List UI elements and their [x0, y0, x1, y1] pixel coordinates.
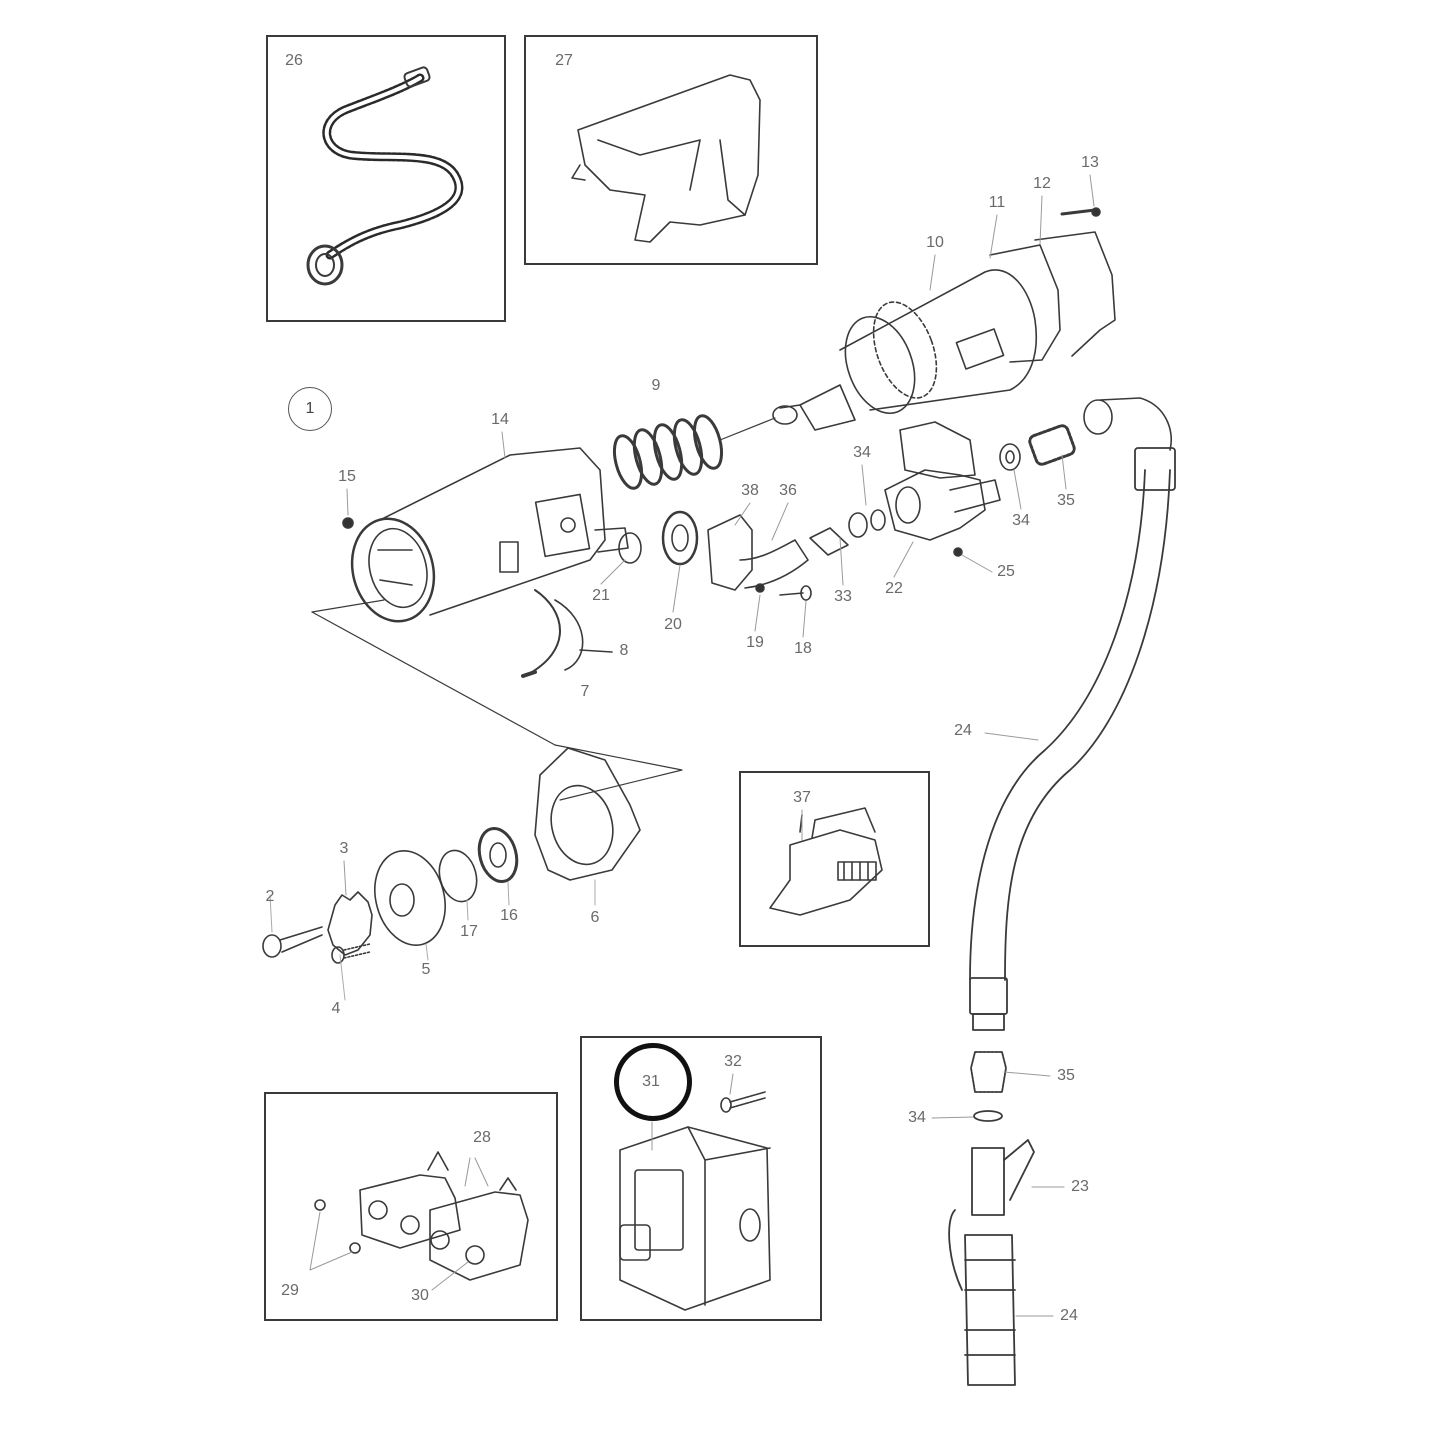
part-callout-15: 15: [338, 468, 356, 485]
assembly-plane-lines: [311, 599, 683, 801]
part-callout-20: 20: [664, 616, 682, 633]
part-callout-19: 19: [746, 634, 764, 651]
part-callout-22: 22: [885, 580, 903, 597]
valve-body-icon: [884, 421, 1001, 557]
washer-fitting-icon: [999, 397, 1172, 471]
part-callout-25: 25: [997, 563, 1015, 580]
inset-frame-27: [524, 35, 818, 265]
assembly-marker-label: 1: [305, 400, 315, 417]
corrugated-cable-icon: [306, 66, 464, 286]
inset-frame-31-32: [580, 1036, 822, 1321]
part-callout-35: 35: [1057, 1067, 1075, 1084]
part-callout-2: 2: [265, 888, 275, 905]
part-callout-26: 26: [285, 52, 303, 69]
solenoid-valve-block-icon: [309, 1151, 529, 1291]
part-callout-30: 30: [411, 1287, 429, 1304]
part-callout-28: 28: [473, 1129, 491, 1146]
part-callout-11: 11: [988, 194, 1006, 211]
part-callout-5: 5: [421, 961, 431, 978]
part-callout-3: 3: [339, 840, 349, 857]
cover-housing-icon: [571, 74, 761, 243]
part-callout-33: 33: [834, 588, 852, 605]
part-callout-14: 14: [491, 411, 509, 428]
part-callout-24: 24: [954, 722, 972, 739]
part-callout-36: 36: [779, 482, 797, 499]
part-callout-35: 35: [1057, 492, 1075, 509]
part-callout-13: 13: [1081, 154, 1099, 171]
connector-icon: [769, 807, 883, 916]
inset-frame-37: [739, 771, 930, 947]
part-callout-18: 18: [794, 640, 812, 657]
part-callout-29: 29: [281, 1282, 299, 1299]
spring-icon: [612, 414, 776, 490]
part-callout-31: 31: [642, 1073, 660, 1090]
part-callout-21: 21: [592, 587, 610, 604]
part-callout-9: 9: [651, 377, 661, 394]
part-callout-34: 34: [853, 444, 871, 461]
inset-frame-28-30: [264, 1092, 558, 1321]
part-callout-12: 12: [1033, 175, 1051, 192]
motor-housing-icon: [342, 447, 629, 623]
part-callout-16: 16: [500, 907, 518, 924]
part-callout-10: 10: [926, 234, 944, 251]
inset-frame-26: [266, 35, 506, 322]
part-callout-38: 38: [741, 482, 759, 499]
part-callout-6: 6: [590, 909, 600, 926]
hose-icon: [948, 447, 1176, 1386]
part-callout-23: 23: [1071, 1178, 1089, 1195]
part-callout-32: 32: [724, 1053, 742, 1070]
part-callout-34: 34: [908, 1109, 926, 1126]
assembly-marker: 1: [288, 387, 332, 431]
motor-assembly-icon: [772, 207, 1116, 431]
leader-lines: [343, 174, 1095, 1317]
highlight-ring-part: [614, 1043, 692, 1121]
junction-box-icon: [619, 1091, 771, 1311]
part-callout-7: 7: [580, 683, 590, 700]
part-callout-34: 34: [1012, 512, 1030, 529]
part-callout-8: 8: [619, 642, 629, 659]
part-callout-24: 24: [1060, 1307, 1078, 1324]
part-callout-4: 4: [331, 1000, 341, 1017]
part-callout-17: 17: [460, 923, 478, 940]
part-callout-27: 27: [555, 52, 573, 69]
pipe-fittings-icon: [618, 509, 886, 601]
part-callout-37: 37: [793, 789, 811, 806]
clamp-icon: [521, 589, 613, 678]
lower-gear-assembly-icon: [262, 747, 641, 1001]
